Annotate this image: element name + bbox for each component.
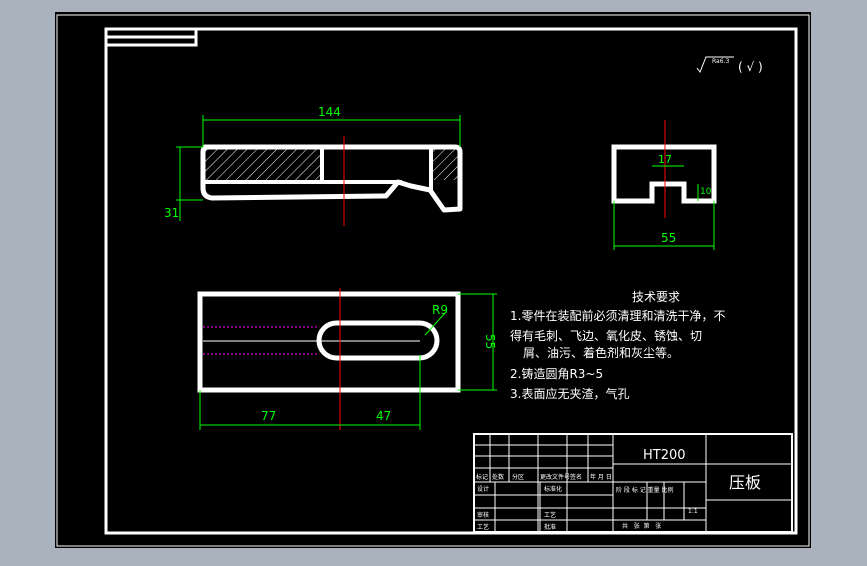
front-view-outline: [200, 144, 463, 213]
approve-label: 批准: [544, 523, 556, 531]
title-row-label-6: 年 月 日: [590, 473, 612, 481]
notes-line-2: 得有毛刺、飞边、氧化皮、锈蚀、切: [510, 328, 702, 343]
front-view: 144 31: [164, 105, 463, 226]
part-name: 压板: [729, 473, 761, 492]
dim-55-top-label: 55: [483, 334, 497, 349]
technical-requirements: 技术要求 1.零件在装配前必须清理和清洗干净，不 得有毛刺、飞边、氧化皮、锈蚀、…: [510, 290, 725, 401]
front-view-hatched-section-right: [431, 149, 458, 180]
notes-line-1: 1.零件在装配前必须清理和清洗干净，不: [510, 308, 725, 323]
dim-77-label: 77: [261, 409, 276, 423]
surface-finish-symbol: Ra6.3 ( √ ): [696, 56, 763, 74]
inner-frame: [104, 27, 798, 535]
surface-finish-value: Ra6.3: [712, 58, 729, 65]
dim-55-side-label: 55: [661, 231, 676, 245]
stage-labels: 阶 段 标 记 重量 比例: [616, 486, 674, 494]
title-block-grid: [474, 434, 792, 532]
process-label: 工艺: [544, 511, 556, 519]
scale-value: 1:1: [688, 508, 698, 515]
sheet-count: 共 张 第 张: [622, 522, 661, 530]
craft-label: 工艺: [477, 523, 489, 531]
side-view: 17 10 55: [611, 120, 717, 250]
sheet-background: [55, 12, 811, 548]
title-row-label-2: 处数: [492, 473, 504, 481]
notes-line-5: 3.表面应无夹渣，气孔: [510, 386, 629, 401]
dim-17-label: 17: [658, 153, 672, 166]
front-view-hatched-section-left: [205, 149, 322, 182]
top-view: R9 55 77 47: [197, 288, 497, 430]
notes-line-4: 2.铸造圆角R3~5: [510, 366, 603, 381]
dim-r9-label: R9: [432, 303, 448, 317]
title-row-label-3: 分区: [512, 473, 524, 481]
dim-r9-leader: [424, 311, 447, 336]
surface-finish-parenthesis: ( √ ): [738, 60, 763, 74]
title-row-label-1: 标记: [476, 473, 488, 481]
checker-label: 审核: [477, 511, 489, 519]
side-view-outline: [611, 144, 717, 204]
designer-label: 设计: [477, 485, 489, 493]
notes-line-3: 屑、油污、着色剂和灰尘等。: [523, 345, 679, 360]
title-row-label-5: 签名: [570, 473, 582, 481]
title-block: HT200 压板 标记 处数 分区 更改文件号 签名 年 月 日 设计 标准化 …: [473, 433, 793, 533]
title-block-frame: [473, 433, 793, 533]
dim-144-label: 144: [318, 105, 341, 119]
outer-border: [56, 14, 810, 547]
dim-10-label: 10: [700, 187, 712, 197]
top-view-outline: [197, 291, 461, 393]
standardize-label: 标准化: [544, 485, 562, 493]
dim-47-label: 47: [376, 409, 391, 423]
notes-title: 技术要求: [632, 290, 680, 304]
title-row-label-4: 更改文件号: [540, 473, 570, 481]
dim-31-label: 31: [164, 206, 179, 220]
material-label: HT200: [643, 448, 686, 463]
